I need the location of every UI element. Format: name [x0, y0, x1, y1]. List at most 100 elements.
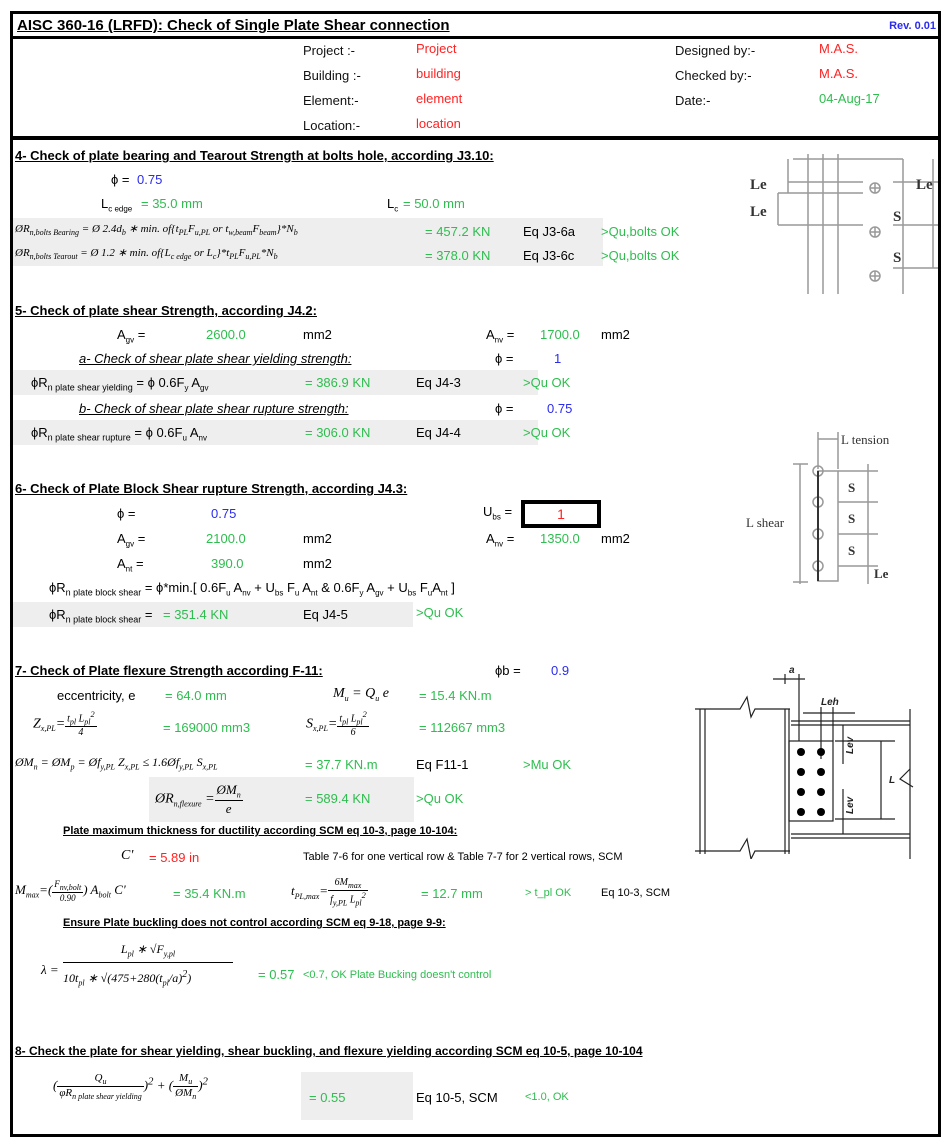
phi-value: 0.75	[211, 506, 237, 521]
lambda-numerator: Lpl ∗ √Fy,pl	[63, 942, 233, 964]
section-8-title: 8- Check the plate for shear yielding, s…	[15, 1044, 643, 1058]
block-shear-value: = 351.4 KN	[163, 607, 229, 622]
shade	[13, 602, 413, 627]
shade	[13, 370, 538, 395]
diagram-label: Le	[750, 177, 767, 193]
block-shear-eq: Eq J4-5	[303, 607, 348, 622]
yield-value: = 386.9 KN	[305, 375, 371, 390]
anv-unit: mm2	[601, 531, 630, 546]
buckling-title: Ensure Plate buckling does not control a…	[63, 917, 446, 929]
section-5-title: 5- Check of plate shear Strength, accord…	[15, 303, 317, 318]
element-value[interactable]: element	[416, 91, 463, 106]
diagram-label: Le	[750, 204, 767, 220]
interaction-eq: Eq 10-5, SCM	[416, 1090, 498, 1105]
mn-eq: Eq F11-1	[416, 757, 469, 772]
tearout-eq: Eq J3-6c	[523, 248, 575, 263]
building-value[interactable]: building	[416, 66, 461, 81]
ubs-input[interactable]: 1	[521, 500, 601, 528]
diagram-label: S	[848, 480, 855, 495]
lambda-status: <0.7, OK Plate Bucking doesn't control	[303, 969, 492, 981]
mn-formula: ØMn = ØMp = Øfy,PL Zx,PL ≤ 1.6Øfy,PL Sx,…	[15, 755, 218, 772]
section-7-title: 7- Check of Plate flexure Strength accor…	[15, 663, 323, 678]
diagram-label: S	[848, 543, 855, 558]
ant-unit: mm2	[303, 556, 332, 571]
diagram-label: S	[848, 511, 855, 526]
c-label: C'	[121, 848, 134, 863]
block-shear-label: ϕRn plate block shear =	[49, 607, 153, 625]
designed-by-value[interactable]: M.A.S.	[819, 41, 859, 56]
tearout-value: = 378.0 KN	[425, 248, 491, 263]
date-value: 04-Aug-17	[819, 91, 880, 106]
location-value[interactable]: location	[416, 116, 461, 131]
project-label: Project :-	[303, 43, 356, 58]
calc-sheet: AISC 360-16 (LRFD): Check of Single Plat…	[10, 11, 941, 1137]
yield-eq: Eq J4-3	[416, 375, 461, 390]
c-value[interactable]: = 5.89 in	[149, 850, 200, 865]
tmax-value: = 12.7 mm	[421, 886, 483, 901]
agv-label: Agv =	[117, 327, 146, 345]
tearout-formula: ØRn,bolts Tearout = Ø 1.2 ∗ min. of{Lc e…	[15, 247, 278, 262]
sheet-title: AISC 360-16 (LRFD): Check of Single Plat…	[17, 17, 450, 34]
lc-edge-value: = 35.0 mm	[141, 196, 203, 211]
rupture-value: = 306.0 KN	[305, 425, 371, 440]
anv-value: 1700.0	[540, 327, 580, 342]
c-note: Table 7-6 for one vertical row & Table 7…	[303, 851, 623, 863]
diagram-label: L	[889, 775, 895, 786]
diagram-label: L shear	[746, 515, 785, 530]
bearing-status: >Qu,bolts OK	[601, 224, 680, 239]
yield-formula: ϕRn plate shear yielding = ϕ 0.6Fy Agv	[31, 375, 209, 393]
diagram-label: Le	[874, 566, 889, 581]
tmax-eq: Eq 10-3, SCM	[601, 887, 671, 899]
zx-value: = 169000 mm3	[163, 720, 251, 735]
lambda-value: = 0.57	[258, 967, 295, 982]
checked-by-value[interactable]: M.A.S.	[819, 66, 859, 81]
mu-value: = 15.4 KN.m	[419, 688, 492, 703]
diagram-label: S	[893, 209, 901, 225]
yield-phi-value: 1	[554, 351, 562, 366]
mn-value: = 37.7 KN.m	[305, 757, 378, 772]
project-value[interactable]: Project	[416, 41, 457, 56]
rupture-formula: ϕRn plate shear rupture = ϕ 0.6Fu Anv	[31, 425, 207, 443]
rupture-subtitle: b- Check of shear plate shear rupture st…	[79, 401, 349, 416]
phi-label: ϕ =	[117, 506, 136, 521]
agv-label: Agv =	[117, 531, 146, 549]
diagram-label: Lev	[845, 735, 856, 754]
revision-label: Rev. 0.01	[889, 20, 936, 32]
phi-label: ϕ =	[111, 172, 130, 187]
tearout-status: >Qu,bolts OK	[601, 248, 680, 263]
phib-label: ϕb =	[495, 663, 521, 678]
ecc-label: eccentricity, e	[57, 688, 136, 703]
diagram-label: L tension	[841, 432, 890, 447]
anv-label: Anv =	[486, 531, 515, 549]
anv-value: 1350.0	[540, 531, 580, 546]
divider	[13, 36, 938, 39]
block-shear-formula: ϕRn plate block shear = ϕ*min.[ 0.6Fu An…	[49, 580, 455, 598]
anv-unit: mm2	[601, 327, 630, 342]
ant-value: 390.0	[211, 556, 244, 571]
bolt-spacing-diagram: Le Le Le S S	[750, 154, 938, 294]
date-label: Date:-	[675, 93, 711, 108]
lc-edge-label: Lc edge	[101, 196, 133, 214]
building-label: Building :-	[303, 68, 361, 83]
bearing-value: = 457.2 KN	[425, 224, 491, 239]
lambda-symbol: λ =	[41, 962, 59, 977]
mn-status: >Mu OK	[523, 757, 572, 772]
ecc-value: = 64.0 mm	[165, 688, 227, 703]
mmax-value: = 35.4 KN.m	[173, 886, 246, 901]
diagram-label: S	[893, 250, 901, 266]
lc-value: = 50.0 mm	[403, 196, 465, 211]
lc-label: Lc	[387, 196, 399, 214]
phi-label: ϕ =	[495, 401, 514, 416]
rupture-status: >Qu OK	[523, 425, 571, 440]
shade	[301, 1072, 413, 1120]
yield-status: >Qu OK	[523, 375, 571, 390]
diagram-label: Lev	[845, 795, 856, 814]
interaction-value: = 0.55	[309, 1090, 346, 1105]
rupture-eq: Eq J4-4	[416, 425, 461, 440]
diagram-label: a	[789, 665, 795, 676]
